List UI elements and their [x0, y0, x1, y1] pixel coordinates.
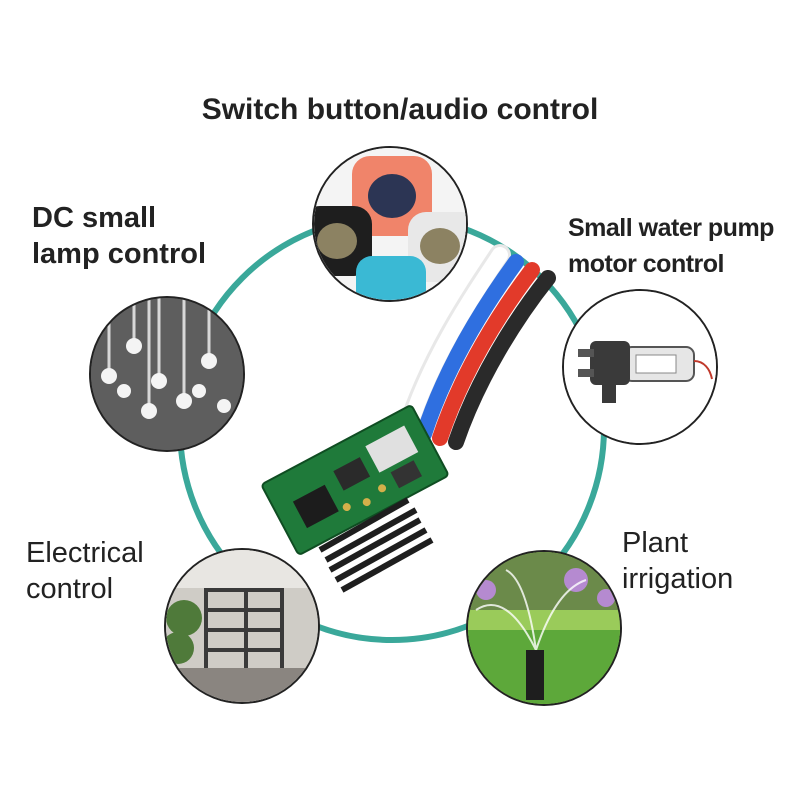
label-line: Electrical	[26, 537, 144, 569]
label-line: irrigation	[622, 563, 734, 595]
pcb-board	[261, 405, 449, 555]
sprinkler-photo	[466, 550, 622, 706]
label-electrical-control: Electrical control	[26, 535, 144, 607]
label-switch-button-audio: Switch button/audio control	[201, 93, 599, 126]
label-dc-lamp: DC small lamp control	[32, 200, 206, 272]
switch-buttons-photo	[312, 146, 468, 302]
label-line: DC small	[32, 202, 157, 234]
label-line: control	[26, 573, 114, 605]
label-line: lamp control	[32, 238, 207, 270]
wire-bundle	[397, 244, 556, 450]
interior-photo	[164, 548, 320, 704]
label-line: Plant	[622, 527, 689, 559]
label-line: motor control	[568, 250, 724, 278]
lamp-photo	[89, 296, 245, 452]
spring-antenna	[318, 497, 434, 593]
water-pump-photo	[562, 289, 718, 445]
label-plant-irrigation: Plant irrigation	[622, 525, 733, 597]
label-line: Small water pump	[568, 214, 774, 242]
label-water-pump: Small water pump motor control	[568, 210, 774, 282]
